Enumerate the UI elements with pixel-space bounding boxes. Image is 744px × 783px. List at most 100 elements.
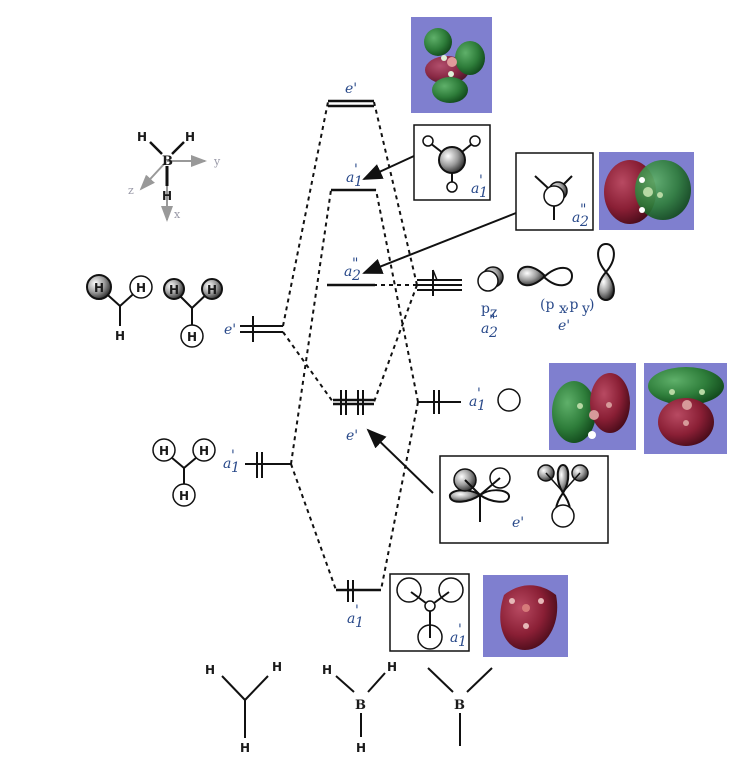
svg-text:z: z (490, 305, 497, 321)
svg-text:': ' (354, 162, 358, 178)
svg-text:2: 2 (488, 325, 498, 341)
svg-text:1: 1 (479, 185, 488, 201)
label-e-prime-bonding: e' (346, 428, 358, 444)
svg-text:1: 1 (477, 398, 486, 414)
label-h3-e-prime: e' (224, 322, 236, 338)
svg-text:1: 1 (355, 615, 364, 631)
svg-text:': ' (458, 622, 462, 638)
hydrogen-label: H (137, 130, 147, 144)
render-e-prime-bonding-2 (644, 363, 727, 454)
svg-text:): ) (589, 297, 594, 313)
svg-text:e': e' (512, 515, 524, 531)
hydrogen-label: H (185, 130, 195, 144)
svg-text:H: H (179, 489, 189, 503)
sketch-box-a1-prime-antibonding: a 1 ' (413, 124, 491, 201)
arrow-to-e-prime-bonding (366, 428, 434, 494)
label-e-prime-antibonding: e' (345, 81, 357, 97)
svg-text:H: H (322, 663, 332, 677)
svg-text:H: H (115, 329, 125, 343)
label-a1-prime-antibonding: a 1 ' (346, 162, 363, 190)
svg-text:H: H (159, 444, 169, 458)
h3-fragment-structure: H H H (205, 660, 282, 755)
svg-text:1: 1 (458, 634, 467, 650)
boron-fragment-structure: B (427, 667, 493, 746)
h3-a1-prime-level: a 1 ' (223, 448, 291, 478)
render-e-prime-antibonding (411, 17, 492, 113)
boron-s-level: a 1 ' (418, 386, 486, 414)
boron-2s-orbital-icon (497, 388, 521, 412)
label-pxpy: (p x ,p y ) e' (540, 297, 594, 334)
label-a2-dprime-nonbonding: a 2 " (344, 256, 361, 284)
arrow-to-a1-prime-antibonding (362, 155, 415, 180)
svg-text:': ' (355, 603, 359, 619)
render-e-prime-bonding-1 (549, 363, 636, 450)
h3-e-prime-group-orbital-2: H H H (163, 278, 223, 348)
svg-text:a: a (223, 456, 231, 472)
axis-y-label: y (213, 155, 221, 168)
svg-text:": " (580, 202, 586, 218)
boron-label: B (162, 154, 173, 169)
svg-text:H: H (272, 660, 282, 674)
svg-text:H: H (356, 741, 366, 755)
svg-text:e': e' (558, 318, 570, 334)
axis-x-label: x (174, 208, 181, 221)
svg-text:H: H (387, 660, 397, 674)
svg-text:H: H (169, 283, 179, 297)
svg-text:a: a (572, 210, 580, 226)
svg-text:a: a (346, 170, 354, 186)
svg-text:x: x (559, 301, 567, 317)
h3-a1-prime-group-orbital: H H H (152, 438, 216, 507)
mo-levels (327, 99, 381, 592)
electrons-a1-prime-bonding (347, 580, 354, 602)
coordinate-axes: y z x H H B H (128, 130, 221, 222)
svg-text:H: H (240, 741, 250, 755)
sketch-box-e-prime-bonding: e' (439, 455, 609, 544)
svg-text:,p: ,p (565, 297, 578, 313)
boron-py-orbital-icon (597, 242, 615, 302)
svg-text:H: H (94, 281, 104, 295)
svg-text:y: y (581, 301, 590, 317)
svg-text:a: a (344, 264, 352, 280)
svg-text:a: a (481, 321, 489, 337)
svg-text:a: a (471, 181, 479, 197)
svg-text:B: B (454, 698, 465, 713)
svg-text:': ' (479, 173, 483, 189)
boron-px-orbital-icon (516, 265, 574, 287)
electrons-e-prime-bonding (340, 390, 364, 415)
sketch-box-a1-prime-bonding: a 1 ' (389, 573, 470, 652)
svg-text:H: H (136, 281, 146, 295)
svg-text:a: a (347, 611, 355, 627)
h3-e-prime-group-orbital-1: H H H (86, 274, 153, 343)
svg-text:1: 1 (231, 460, 240, 476)
arrow-to-a2-dprime (362, 212, 517, 274)
svg-text:a: a (469, 394, 477, 410)
svg-text:': ' (477, 386, 481, 402)
label-a1-prime-bonding: a 1 ' (347, 603, 364, 631)
axis-z-label: z (128, 184, 134, 197)
boron-pz-orbital-icon (477, 266, 504, 292)
svg-text:B: B (355, 698, 366, 713)
svg-text:(p: (p (540, 297, 554, 313)
svg-text:p: p (481, 301, 490, 317)
svg-text:H: H (207, 283, 217, 297)
svg-text:H: H (205, 663, 215, 677)
hydrogen-label: H (162, 189, 172, 203)
svg-text:": " (352, 256, 358, 272)
render-a2-dprime (599, 152, 694, 230)
h3-e-prime-level: e' (224, 316, 283, 342)
svg-text:H: H (187, 330, 197, 344)
bh3-structure: H H B H (322, 660, 397, 755)
svg-text:2: 2 (579, 214, 589, 230)
svg-text:H: H (199, 444, 209, 458)
correlation-lines (282, 101, 419, 591)
svg-text:2: 2 (351, 268, 361, 284)
svg-text:": " (489, 313, 495, 329)
boron-p-level (417, 269, 462, 296)
svg-text:1: 1 (354, 174, 363, 190)
svg-text:': ' (231, 448, 235, 464)
render-a1-prime-bonding (483, 575, 568, 657)
svg-text:a: a (450, 630, 458, 646)
label-pz: p z a 2 " (481, 301, 498, 341)
